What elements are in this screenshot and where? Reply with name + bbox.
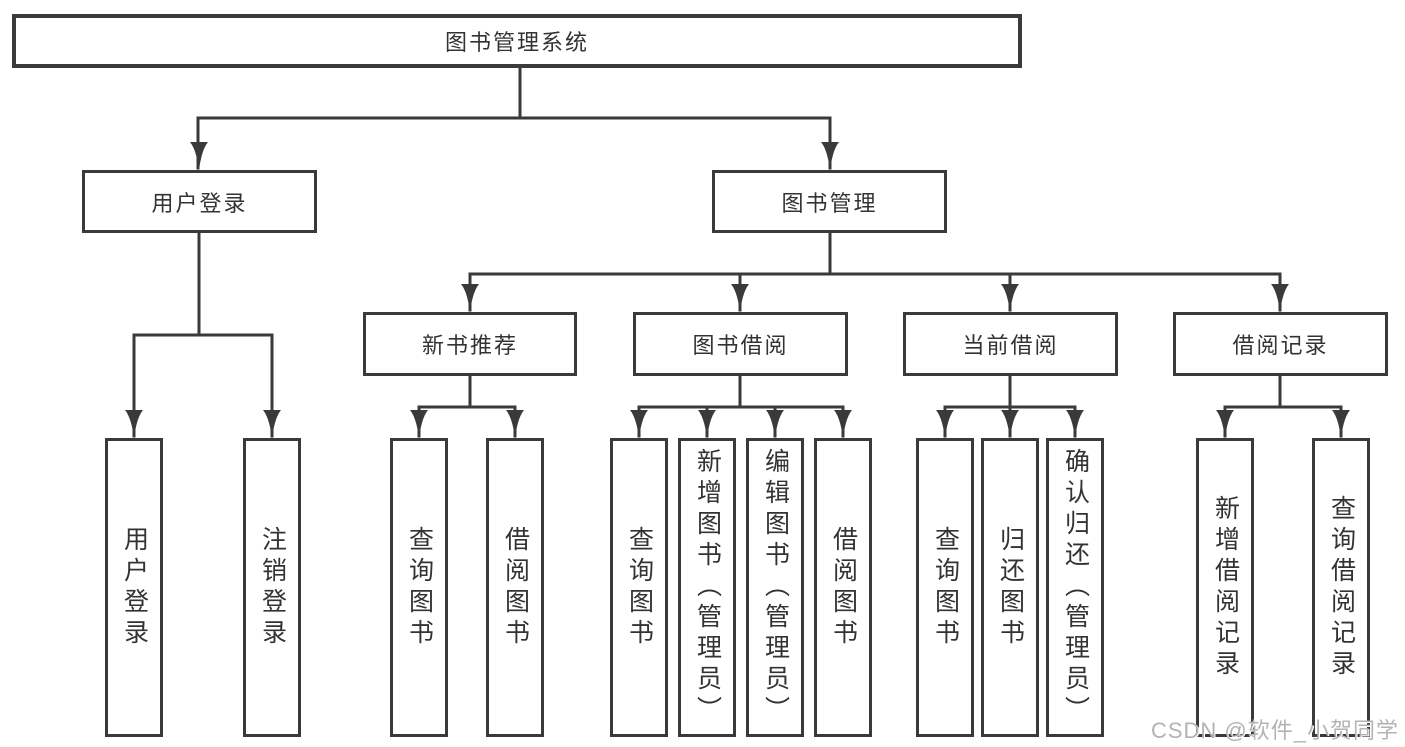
leaf-user-login-label: 用户登录 bbox=[120, 525, 149, 650]
arrow-down-icon bbox=[731, 284, 749, 312]
node-library-system-label: 图书管理系统 bbox=[444, 30, 589, 55]
leaf-add-borrow-record: 新增借阅记录 bbox=[1196, 438, 1254, 737]
node-new-book-recommend: 新书推荐 bbox=[363, 312, 577, 376]
leaf-add-book-admin: 新增图书（管理员） bbox=[678, 438, 736, 737]
arrow-down-icon bbox=[766, 410, 784, 438]
node-borrowing-records-label: 借阅记录 bbox=[1232, 333, 1329, 358]
leaf-edit-book-admin: 编辑图书（管理员） bbox=[746, 438, 804, 737]
leaf-borrow-books-label: 借阅图书 bbox=[829, 525, 858, 650]
node-library-system: 图书管理系统 bbox=[12, 14, 1022, 68]
arrow-down-icon bbox=[410, 410, 428, 438]
node-book-borrowing: 图书借阅 bbox=[633, 312, 848, 376]
leaf-logout: 注销登录 bbox=[243, 438, 301, 737]
leaf-query-borrow-record: 查询借阅记录 bbox=[1312, 438, 1370, 737]
arrow-down-icon bbox=[506, 410, 524, 438]
leaf-edit-book-admin-label: 编辑图书（管理员） bbox=[761, 448, 790, 727]
leaf-borrow-books-recommend: 借阅图书 bbox=[486, 438, 544, 737]
leaf-return-book: 归还图书 bbox=[981, 438, 1039, 737]
node-user-login: 用户登录 bbox=[82, 170, 317, 233]
node-new-book-recommend-label: 新书推荐 bbox=[421, 333, 518, 358]
leaf-query-books-borrow: 查询图书 bbox=[610, 438, 668, 737]
node-current-borrowing-label: 当前借阅 bbox=[962, 333, 1059, 358]
leaf-confirm-return-admin-label: 确认归还（管理员） bbox=[1061, 448, 1090, 727]
arrow-down-icon bbox=[936, 410, 954, 438]
node-borrowing-records: 借阅记录 bbox=[1173, 312, 1388, 376]
arrow-down-icon bbox=[125, 410, 143, 438]
leaf-return-book-label: 归还图书 bbox=[996, 525, 1025, 650]
leaf-query-books-recommend: 查询图书 bbox=[390, 438, 448, 737]
node-user-login-label: 用户登录 bbox=[151, 190, 248, 216]
node-book-management: 图书管理 bbox=[712, 170, 947, 233]
leaf-add-borrow-record-label: 新增借阅记录 bbox=[1211, 494, 1240, 681]
node-book-management-label: 图书管理 bbox=[781, 190, 878, 216]
leaf-query-books-borrow-label: 查询图书 bbox=[625, 525, 654, 650]
arrow-down-icon bbox=[1066, 410, 1084, 438]
leaf-borrow-books: 借阅图书 bbox=[814, 438, 872, 737]
node-book-borrowing-label: 图书借阅 bbox=[692, 333, 789, 358]
arrow-down-icon bbox=[1001, 410, 1019, 438]
leaf-query-books-recommend-label: 查询图书 bbox=[405, 525, 434, 650]
node-current-borrowing: 当前借阅 bbox=[903, 312, 1118, 376]
leaf-query-books-current-label: 查询图书 bbox=[931, 525, 960, 650]
leaf-borrow-books-recommend-label: 借阅图书 bbox=[501, 525, 530, 650]
arrow-down-icon bbox=[263, 410, 281, 438]
leaf-user-login: 用户登录 bbox=[105, 438, 163, 737]
tree-edges bbox=[132, 66, 1343, 438]
arrow-down-icon bbox=[834, 410, 852, 438]
arrow-down-icon bbox=[461, 284, 479, 312]
arrow-down-icon bbox=[1216, 410, 1234, 438]
leaf-query-borrow-record-label: 查询借阅记录 bbox=[1327, 494, 1356, 681]
arrow-down-icon bbox=[1271, 284, 1289, 312]
arrow-down-icon bbox=[190, 142, 208, 170]
arrow-down-icon bbox=[630, 410, 648, 438]
arrow-down-icon bbox=[1001, 284, 1019, 312]
leaf-add-book-admin-label: 新增图书（管理员） bbox=[693, 448, 722, 727]
leaf-logout-label: 注销登录 bbox=[258, 525, 287, 650]
arrow-down-icon bbox=[698, 410, 716, 438]
arrow-down-icon bbox=[821, 142, 839, 170]
leaf-query-books-current: 查询图书 bbox=[916, 438, 974, 737]
leaf-confirm-return-admin: 确认归还（管理员） bbox=[1046, 438, 1104, 737]
csdn-watermark: CSDN @软件_小贺同学 bbox=[1150, 718, 1399, 743]
arrow-down-icon bbox=[1332, 410, 1350, 438]
